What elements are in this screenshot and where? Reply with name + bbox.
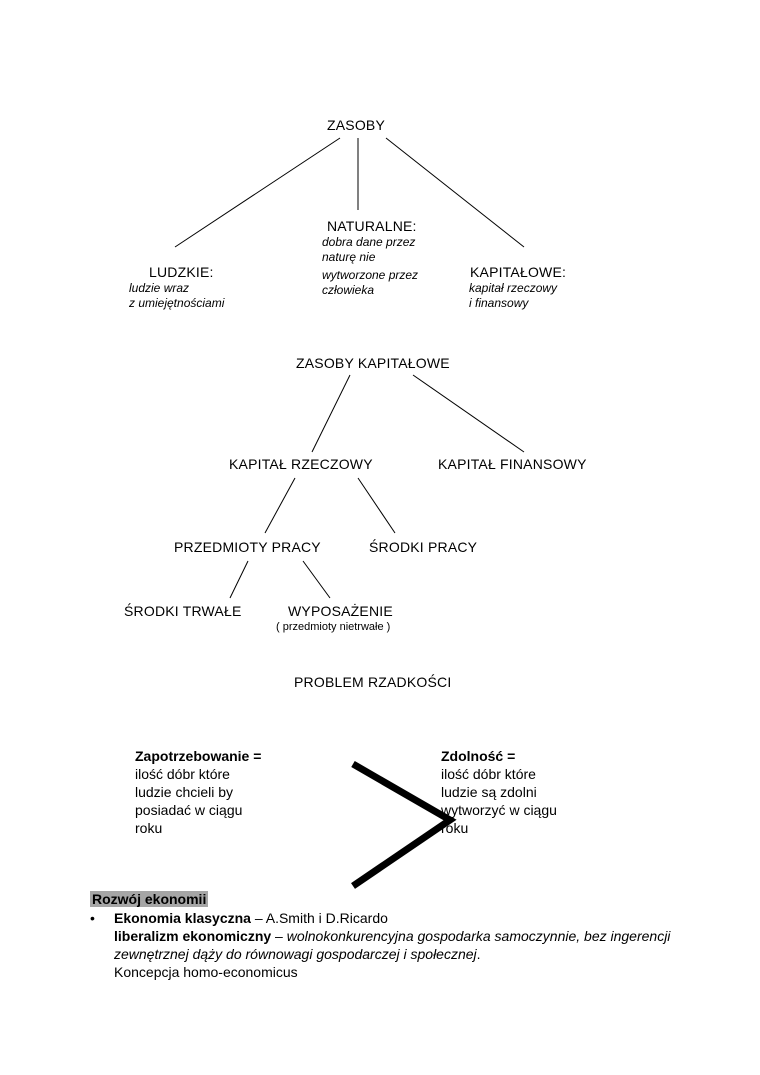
node-srodki-trwale: ŚRODKI TRWAŁE: [124, 603, 242, 619]
section-heading: Rozwój ekonomii: [90, 891, 209, 907]
line-przedmioty-wyposazenie: [302, 560, 331, 599]
kapitalowe-description: kapitał rzeczowy i finansowy: [469, 281, 558, 310]
line-rzeczowy-przedmioty: [264, 477, 296, 534]
node-zasoby: ZASOBY: [327, 117, 385, 133]
greater-than-sign: [351, 760, 457, 889]
line-przedmioty-trwale: [229, 560, 249, 599]
node-ludzkie: LUDZKIE:: [149, 264, 214, 280]
node-przedmioty-pracy: PRZEDMIOTY PRACY: [174, 539, 321, 555]
line-rzeczowy-srodki: [357, 477, 396, 534]
scarcity-title: PROBLEM RZADKOŚCI: [294, 674, 452, 690]
node-naturalne: NATURALNE:: [327, 218, 417, 234]
wyposazenie-note: ( przedmioty nietrwałe ): [276, 621, 391, 633]
node-zasoby-kapitalowe: ZASOBY KAPITAŁOWE: [296, 355, 450, 371]
bullet-icon: •: [90, 910, 95, 926]
naturalne-description: dobra dane przez naturę nie wytworzone p…: [322, 235, 419, 297]
capacity-block: Zdolność = ilość dóbr które ludzie są zd…: [441, 748, 557, 836]
line-kapitalowe-rzeczowy: [311, 374, 351, 453]
line-zasoby-ludzkie: [174, 137, 341, 248]
line-kapitalowe-finansowy: [412, 374, 525, 453]
list-item: Ekonomia klasyczna – A.Smith i D.Ricardo…: [114, 910, 671, 980]
node-srodki-pracy: ŚRODKI PRACY: [369, 539, 478, 555]
ludzkie-description: ludzie wraz z umiejętnościami: [129, 281, 225, 310]
line-zasoby-kapitalowe: [385, 137, 525, 248]
demand-block: Zapotrzebowanie = ilość dóbr które ludzi…: [135, 748, 262, 836]
node-kapital-finansowy: KAPITAŁ FINANSOWY: [438, 456, 587, 472]
node-kapital-rzeczowy: KAPITAŁ RZECZOWY: [229, 456, 373, 472]
node-wyposazenie: WYPOSAŻENIE: [288, 603, 393, 619]
node-kapitalowe: KAPITAŁOWE:: [470, 264, 567, 280]
